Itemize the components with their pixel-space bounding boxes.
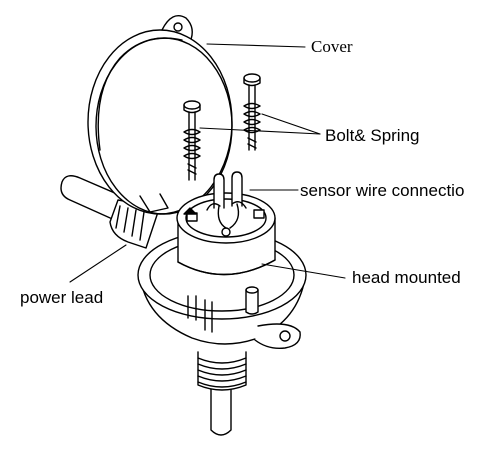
leader-bolt-right <box>261 113 321 135</box>
thermowell-tube <box>210 387 232 436</box>
bolt-right <box>243 73 261 151</box>
leader-power <box>69 244 127 283</box>
cover-dome <box>87 15 233 215</box>
leader-head <box>261 263 346 279</box>
threaded-fitting <box>197 351 247 391</box>
leader-bolt-left <box>199 127 321 135</box>
label-cover: Cover <box>311 37 353 56</box>
leader-lines <box>69 43 346 283</box>
label-bolt-spring: Bolt& Spring <box>325 126 420 145</box>
bolt-left <box>183 100 201 181</box>
leader-cover <box>206 43 306 48</box>
label-sensor-wire: sensor wire connectio <box>300 181 465 200</box>
label-power-lead: power lead <box>20 288 104 307</box>
transmitter-module <box>176 171 276 276</box>
label-head-mounted: head mounted <box>352 268 461 287</box>
